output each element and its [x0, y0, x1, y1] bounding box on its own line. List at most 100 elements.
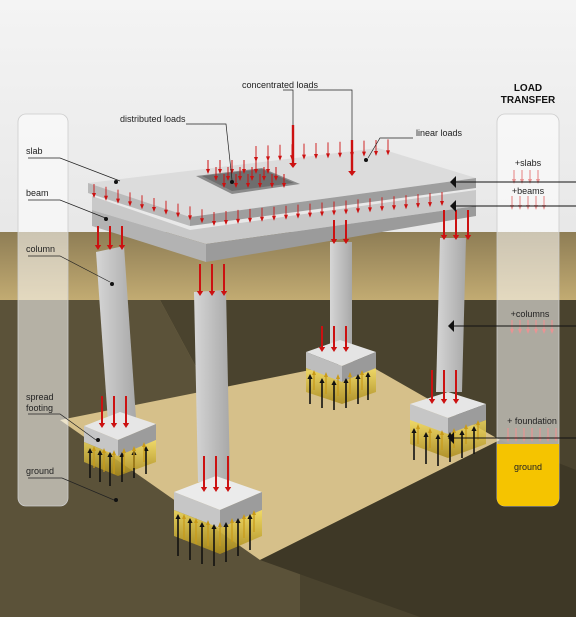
beam-load-arrow-head [344, 209, 348, 215]
label-linear-loads: linear loads [416, 128, 463, 138]
reaction-arrow-head [211, 524, 217, 529]
beam-load-arrow-head [368, 207, 372, 213]
column-load-arrow-head [452, 235, 460, 240]
load-transfer-title-1: LOAD [514, 83, 542, 94]
beam-load-arrow-head [308, 212, 312, 218]
distributed-load-arrow-head [246, 183, 250, 188]
linear-load-arrow-head [338, 152, 342, 158]
reaction-arrow-head [331, 380, 337, 385]
footing-back [306, 340, 376, 404]
column-load-arrow-head [440, 235, 448, 240]
beam-load-arrow-head [296, 213, 300, 219]
beam-load-arrow-head [116, 198, 120, 204]
beam-load-arrow-head [128, 201, 132, 207]
beam [92, 190, 476, 262]
distributed-load-arrow-head [250, 176, 254, 181]
beam-load-arrow-head [272, 215, 276, 221]
footing-reaction-arrow-head [452, 428, 456, 433]
column-load-arrow-head [464, 235, 472, 240]
reaction-arrow-head [307, 374, 313, 379]
label-spread: spread [26, 392, 54, 402]
footing-load-arrow-head [212, 487, 220, 492]
footing-load-arrow-head [224, 487, 232, 492]
footing-load-arrow-head [98, 423, 106, 428]
beam-load-arrow-head [260, 216, 264, 222]
footing-reaction-arrow-head [476, 420, 480, 425]
footing-load-arrow-head [122, 423, 130, 428]
linear-load-arrow-head [362, 151, 366, 157]
stage-foundation: + foundation [507, 416, 557, 426]
footing-reaction-arrow-head [92, 446, 96, 451]
column-load-arrow-head [342, 239, 350, 244]
slab [88, 148, 476, 226]
distributed-load-arrow-head [226, 176, 230, 181]
beam-load-arrow-head [248, 217, 252, 223]
column-load-arrow-head [94, 245, 102, 250]
columns-back [330, 242, 352, 350]
distributed-load-arrow-head [258, 183, 262, 188]
linear-load-arrow-head [302, 154, 306, 160]
reaction-arrow-head [343, 378, 349, 383]
reaction-arrow-head [223, 522, 229, 527]
footing-reaction-arrow-head [112, 450, 116, 455]
beam-load-arrow-head [164, 209, 168, 215]
leader-dots [96, 158, 456, 502]
reaction-arrow-head [87, 448, 93, 453]
distributed-load-arrow-head [282, 183, 286, 188]
distributed-load-arrow-head [242, 169, 246, 174]
beam-load-arrow-head [404, 204, 408, 210]
column-load-arrow-head [196, 291, 204, 296]
column-front-right [436, 238, 466, 392]
footing-reaction-arrow-head [218, 522, 222, 527]
reaction-arrow-head [355, 374, 361, 379]
footing-reaction-arrow-head [230, 518, 234, 523]
reaction-arrow-head [319, 378, 325, 383]
distributed-load-arrow-head [238, 176, 242, 181]
stage-ground: ground [514, 462, 542, 472]
label-column: column [26, 244, 55, 254]
footing-reaction-arrow-head [102, 448, 106, 453]
beam-load-arrow-head [176, 212, 180, 218]
footing-reaction-arrow-head [312, 370, 316, 375]
linear-load-arrow-head [386, 150, 390, 156]
distributed-load-arrow-head [254, 169, 258, 174]
footing-load-arrow-head [452, 399, 460, 404]
footing-reaction-arrow-head [348, 372, 352, 377]
footing-load-arrow-head [330, 347, 338, 352]
reaction-arrow-head [365, 372, 371, 377]
load-transfer-title-2: TRANSFER [501, 95, 556, 106]
reaction-arrow-head [435, 434, 441, 439]
footing-load-arrow-head [342, 347, 350, 352]
footing-reaction-arrow-head [132, 446, 136, 451]
reaction-arrow-head [459, 430, 465, 435]
reaction-arrow-head [199, 522, 205, 527]
beam-load-arrow-head [440, 201, 444, 207]
linear-load-arrow-head [350, 152, 354, 158]
beam-load-arrow-head [212, 221, 216, 226]
linear-load-arrow-head [254, 157, 258, 162]
footing-reaction-arrow-head [142, 442, 146, 447]
distributed-load-arrow-head [274, 176, 278, 181]
footing-reaction-arrow-head [464, 424, 468, 429]
footing-reaction-arrow-head [206, 520, 210, 525]
distributed-load-arrow-head [262, 176, 266, 181]
beam-load-arrow-head [188, 215, 192, 221]
distributed-load-arrow-head [206, 169, 210, 174]
reaction-arrow-head [107, 452, 113, 457]
load-transfer-panel [496, 113, 560, 507]
reaction-arrow-head [411, 428, 417, 433]
stage-slabs: +slabs [515, 158, 542, 168]
leader-lines [28, 89, 413, 501]
label-ground: ground [26, 466, 54, 476]
reaction-arrow-head [423, 432, 429, 437]
beam-load-arrow-head [104, 195, 108, 201]
beam-load-arrow-head [380, 206, 384, 212]
footing-load-arrow-head [440, 399, 448, 404]
label-distributed-loads: distributed loads [120, 114, 186, 124]
ground-block [0, 232, 576, 617]
reaction-arrow-head [119, 452, 125, 457]
beam-load-arrow-head [416, 203, 420, 209]
reaction-arrow-head [247, 514, 253, 519]
